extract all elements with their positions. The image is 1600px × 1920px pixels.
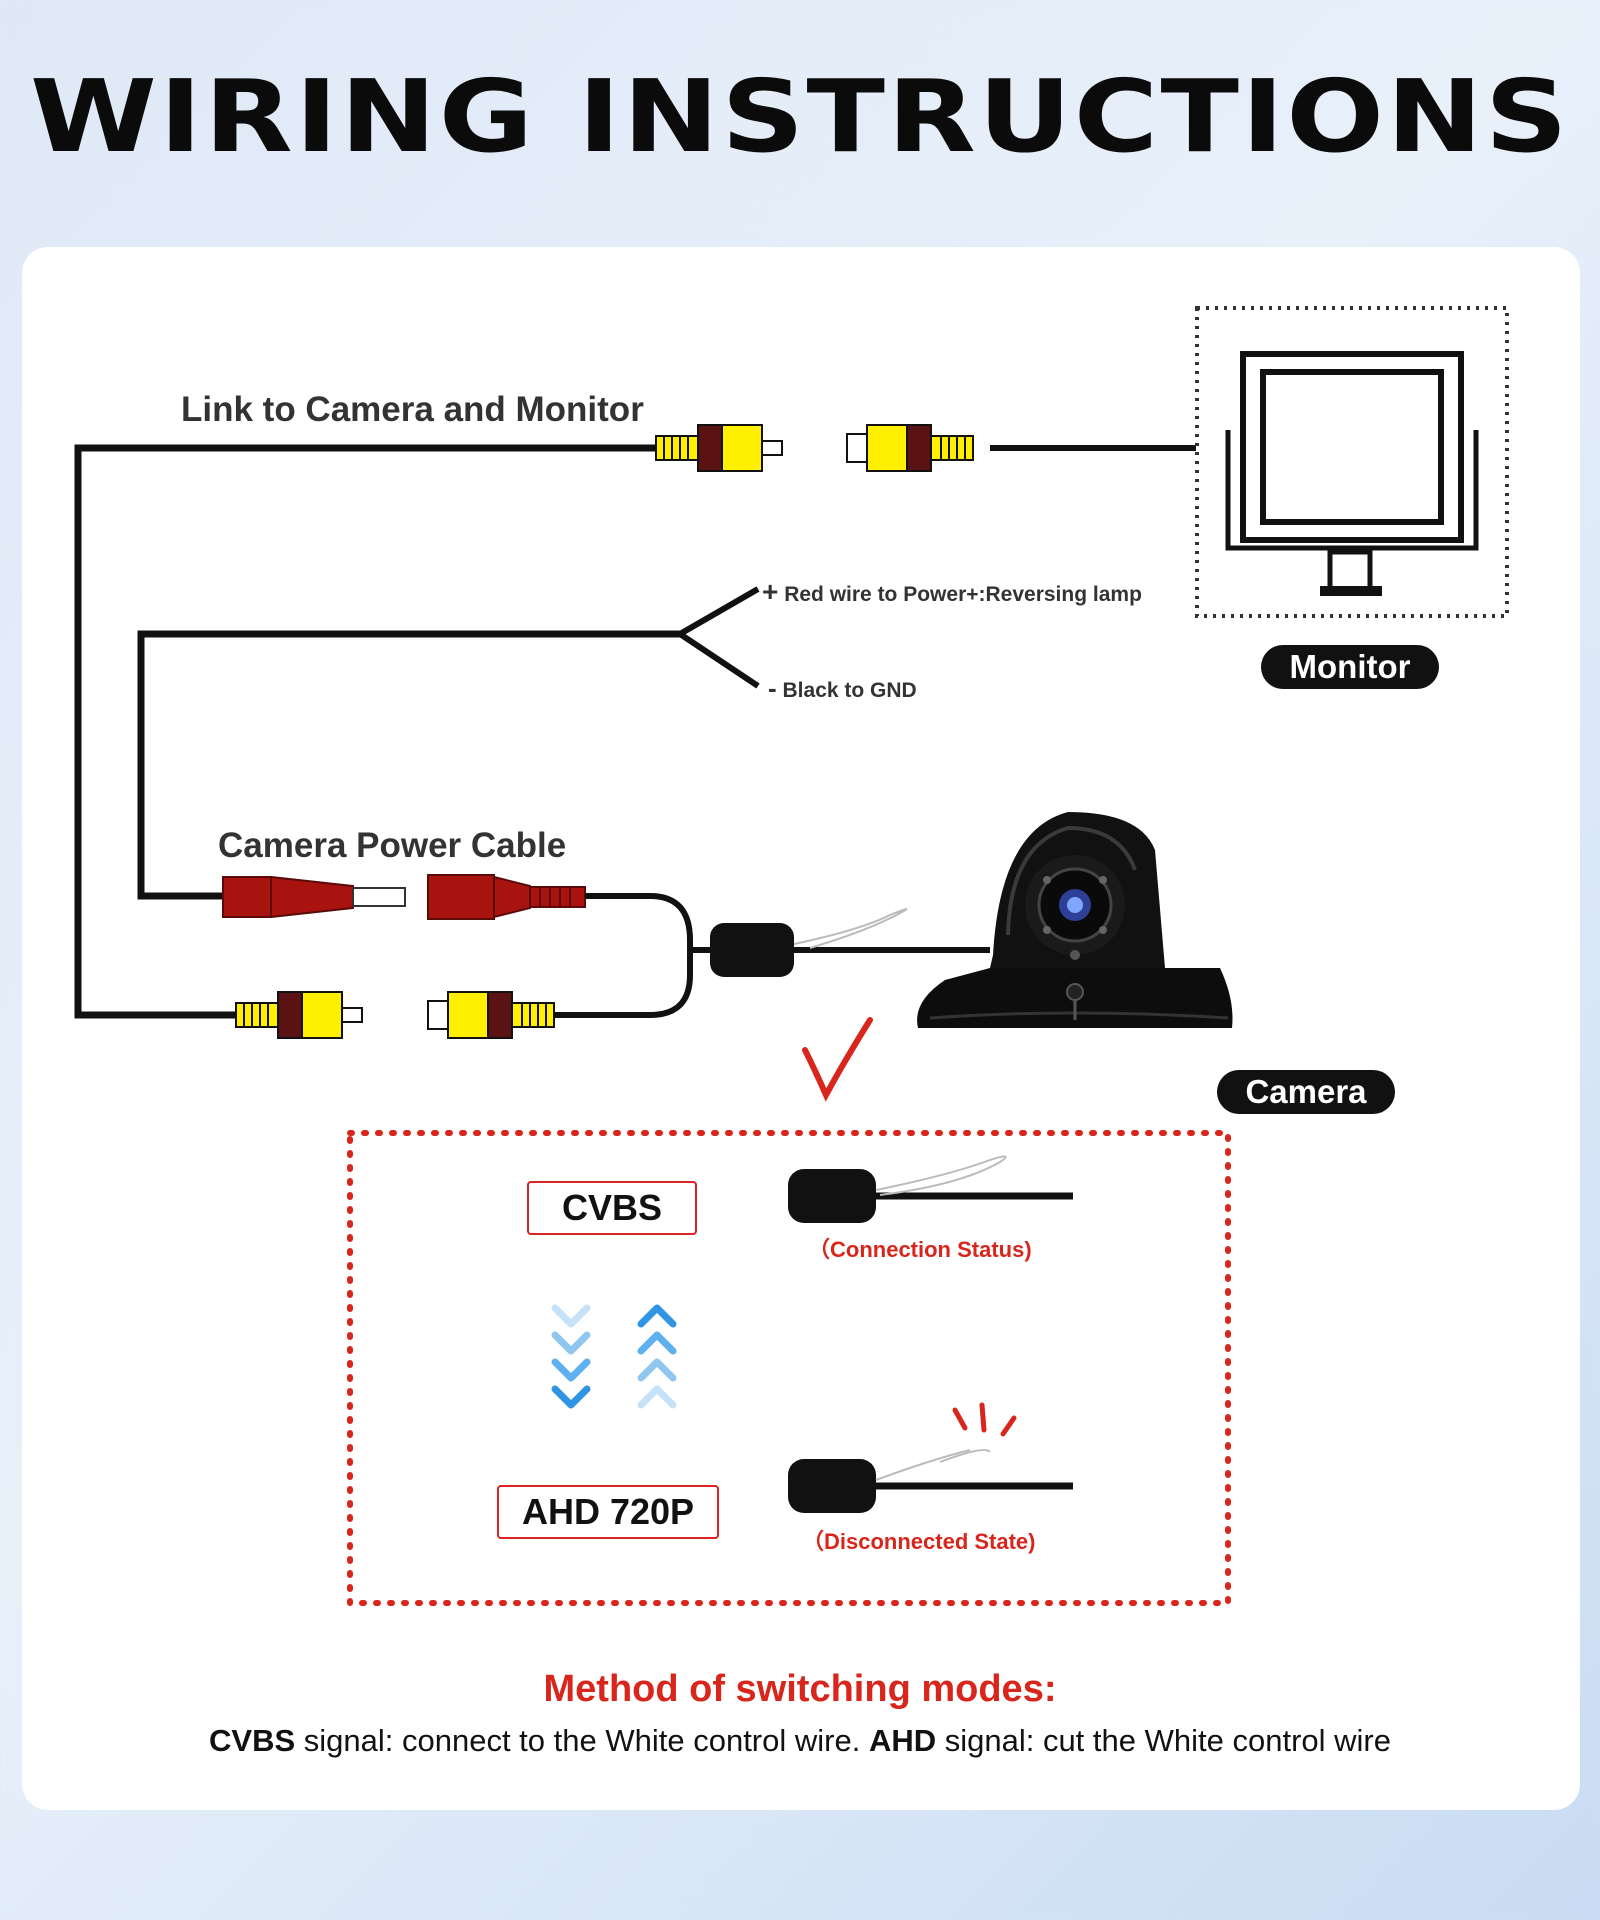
switch-down-arrows-icon xyxy=(555,1308,587,1405)
method-description: CVBS signal: connect to the White contro… xyxy=(0,1723,1600,1759)
method-title: Method of switching modes: xyxy=(543,1668,1057,1710)
control-wire-connected xyxy=(788,1155,1073,1223)
power-minus-text: Black to GND xyxy=(782,679,917,702)
camera-harness xyxy=(554,893,990,1018)
disconnected-status-label: （Disconnected State) xyxy=(802,1529,1036,1554)
link-label: Link to Camera and Monitor xyxy=(181,390,644,429)
ahd-mode-label: AHD 720P xyxy=(497,1485,719,1539)
method-cvbs-term: CVBS xyxy=(209,1723,296,1758)
video-link-wire xyxy=(74,444,1196,1019)
method-cvbs-text: signal: connect to the White control wir… xyxy=(295,1723,869,1758)
power-cable-connectors xyxy=(222,874,586,920)
plus-icon: + xyxy=(762,576,779,607)
rca-plug-bottom-female xyxy=(427,991,555,1039)
method-ahd-term: AHD xyxy=(868,1723,937,1758)
connection-status-label: （Connection Status) xyxy=(808,1237,1032,1262)
cvbs-mode-label: CVBS xyxy=(527,1181,697,1235)
power-minus-label: - Black to GND xyxy=(768,673,917,704)
check-mark-icon xyxy=(802,1017,873,1102)
control-wire-cut xyxy=(788,1402,1073,1513)
rca-plug-top-male xyxy=(655,424,783,472)
method-ahd-text: signal: cut the White control wire xyxy=(936,1723,1391,1758)
power-wire xyxy=(137,586,760,900)
switch-up-arrows-icon xyxy=(641,1308,673,1405)
rca-plug-bottom-male xyxy=(235,991,363,1039)
camera-illustration xyxy=(917,812,1233,1028)
mode-switch-box xyxy=(347,1130,1231,1606)
power-cable-label: Camera Power Cable xyxy=(218,826,567,865)
page-title: WIRING INSTRUCTIONS xyxy=(29,58,1571,175)
power-plus-text: Red wire to Power+:Reversing lamp xyxy=(784,583,1142,606)
power-plus-label: + Red wire to Power+:Reversing lamp xyxy=(762,576,1142,608)
minus-icon: - xyxy=(768,673,777,703)
rca-plug-top-female xyxy=(846,424,974,472)
camera-badge: Camera xyxy=(1217,1070,1395,1114)
monitor-illustration xyxy=(1195,306,1509,618)
monitor-badge: Monitor xyxy=(1261,645,1439,689)
